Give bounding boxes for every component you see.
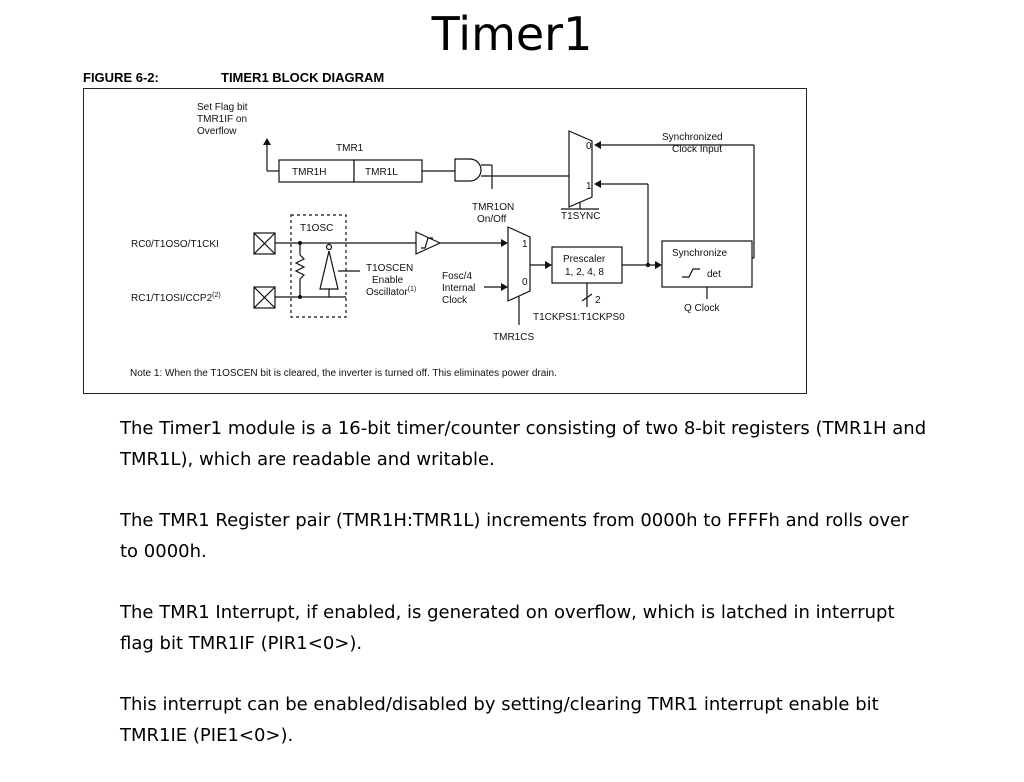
tmr1h-label: TMR1H — [292, 167, 326, 178]
body-text: The Timer1 module is a 16-bit timer/coun… — [120, 414, 930, 782]
buffer-arrow — [501, 239, 508, 247]
figure-number: FIGURE 6-2: — [83, 70, 159, 85]
paragraph-2: The TMR1 Register pair (TMR1H:TMR1L) inc… — [120, 510, 909, 562]
timer1-block-diagram: Set Flag bit TMR1IF on Overflow TMR1 TMR… — [83, 88, 807, 394]
prescaler-arrow — [545, 261, 552, 269]
res-dot-bottom — [298, 295, 302, 299]
block-diagram-svg: Set Flag bit TMR1IF on Overflow TMR1 TMR… — [130, 102, 755, 379]
tmr1on-label-1: TMR1ON — [472, 202, 514, 213]
tmr1cs-mux — [507, 226, 531, 302]
flag-label-3: Overflow — [197, 126, 237, 137]
rc0-pin-x2 — [253, 232, 276, 255]
fosc-label-2: Internal — [442, 283, 475, 294]
t1sync-mux — [568, 130, 593, 208]
fosc-label-1: Fosc/4 — [442, 271, 472, 282]
flag-label-1: Set Flag bit — [197, 102, 248, 113]
det-label: det — [707, 269, 721, 280]
t1oscen-label-2: Enable — [372, 275, 404, 286]
sync-clock-arrow — [594, 141, 601, 149]
flag-label-2: TMR1IF on — [197, 114, 247, 125]
t1oscen-label-1: T1OSCEN — [366, 263, 413, 274]
sync-clock-label-2: Clock Input — [672, 144, 722, 155]
paragraph-3: The TMR1 Interrupt, if enabled, is gener… — [120, 602, 895, 654]
prescaler-label-1: Prescaler — [563, 254, 606, 265]
prescaler-bits-label: 2 — [595, 295, 601, 306]
mux-top-1-label: 1 — [586, 181, 592, 192]
paragraph-1: The Timer1 module is a 16-bit timer/coun… — [120, 418, 927, 470]
prescaler-label-2: 1, 2, 4, 8 — [565, 267, 604, 278]
overflow-arrowhead — [263, 138, 271, 145]
synchronize-label: Synchronize — [672, 248, 727, 259]
resistor — [294, 254, 306, 280]
tmr1-label: TMR1 — [336, 143, 364, 154]
mux-bot-0-label: 0 — [522, 277, 528, 288]
rc1-pin-x2 — [253, 286, 276, 309]
bus-slash — [581, 293, 593, 302]
rc0-pin-label: RC0/T1OSO/T1CKI — [131, 239, 219, 250]
tmr1l-label: TMR1L — [365, 167, 398, 178]
fosc-arrow — [501, 283, 508, 291]
tmr1on-label-2: On/Off — [477, 214, 506, 225]
inverter-bubble — [325, 243, 333, 251]
schmitt-buffer — [415, 231, 442, 255]
paragraph-4: This interrupt can be enabled/disabled b… — [120, 694, 879, 746]
mux-bot-1-label: 1 — [522, 239, 528, 250]
schmitt-symbol — [421, 237, 433, 249]
t1oscen-label-3: Oscillator(1) — [366, 286, 416, 298]
edge-symbol — [682, 268, 700, 278]
q-clock-label: Q Clock — [684, 303, 721, 314]
oscillator-inverter — [319, 250, 339, 290]
rc1-pin-label: RC1/T1OSI/CCP2(2) — [131, 292, 221, 304]
and-gate — [454, 158, 482, 182]
sync-in-arrow — [655, 261, 662, 269]
res-dot-top — [298, 241, 302, 245]
figure-note: Note 1: When the T1OSCEN bit is cleared,… — [130, 368, 557, 379]
tmr1cs-label: TMR1CS — [493, 332, 534, 343]
slide-title: Timer1 — [431, 7, 593, 61]
sync-clock-label-1: Synchronized — [662, 132, 723, 143]
figure-caption: FIGURE 6-2: TIMER1 BLOCK DIAGRAM — [83, 70, 384, 85]
synchronize-box — [661, 240, 753, 288]
figure-title: TIMER1 BLOCK DIAGRAM — [221, 70, 385, 85]
unsync-arrow — [594, 180, 601, 188]
t1sync-label: T1SYNC — [561, 211, 600, 222]
mux-top-0-label: 0 — [586, 141, 592, 152]
fosc-label-3: Clock — [442, 295, 468, 306]
t1ckps-label: T1CKPS1:T1CKPS0 — [533, 312, 625, 323]
t1osc-label: T1OSC — [300, 223, 333, 234]
